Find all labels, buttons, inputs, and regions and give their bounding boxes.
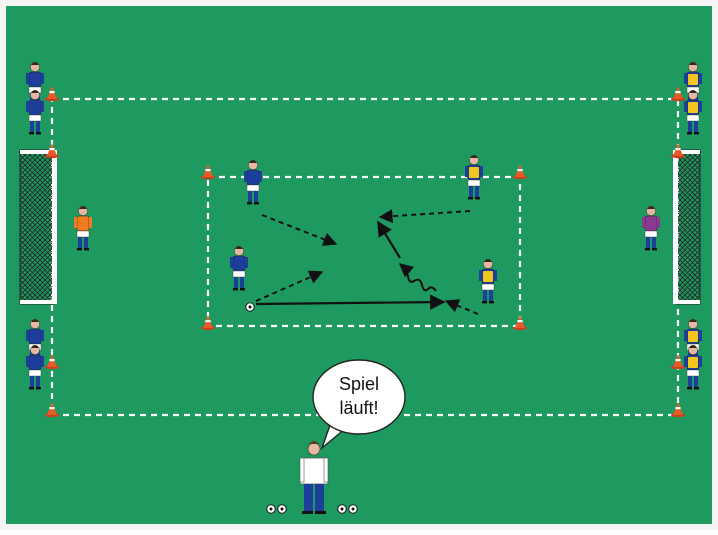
callout-line-2: läuft!: [339, 398, 378, 418]
soccer-ball-icon: [267, 505, 275, 513]
pitch: [6, 6, 712, 524]
callout-line-1: Spiel: [339, 374, 379, 394]
soccer-ball-icon: [246, 303, 254, 311]
soccer-ball-icon: [338, 505, 346, 513]
soccer-ball-icon: [349, 505, 357, 513]
goal-left: [20, 150, 57, 304]
goal-right: [673, 150, 700, 304]
soccer-ball-icon: [278, 505, 286, 513]
